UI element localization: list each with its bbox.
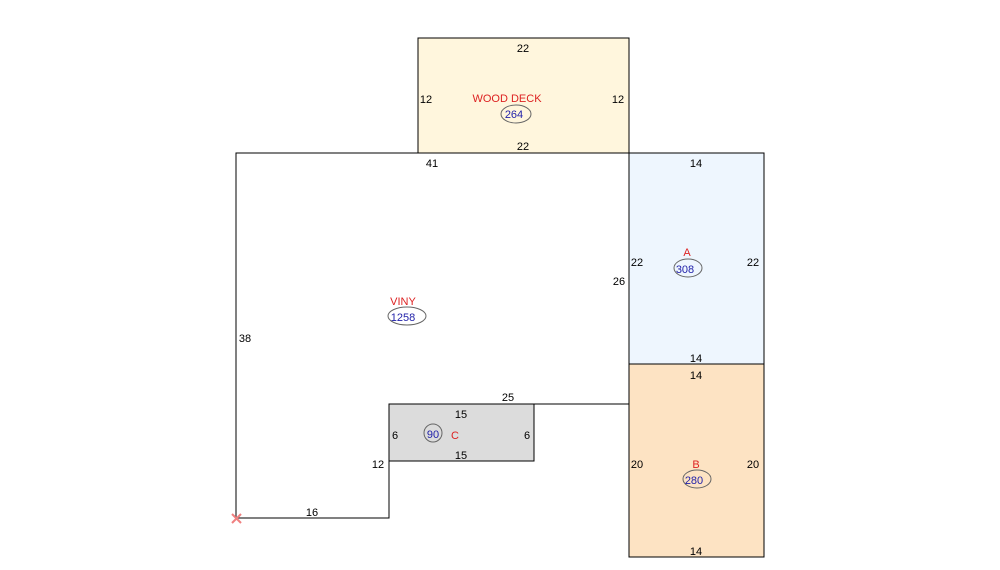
viny-area-ellipse bbox=[387, 306, 427, 326]
room-a-label: A bbox=[683, 247, 691, 259]
room-a-area: 308 bbox=[676, 264, 694, 276]
room-a-dim-top: 14 bbox=[690, 158, 702, 170]
room-a-dim-bottom: 14 bbox=[690, 353, 702, 365]
x-marker-icon bbox=[231, 513, 242, 524]
wood-deck-dim-bottom: 22 bbox=[517, 141, 529, 153]
room-b-area: 280 bbox=[685, 475, 703, 487]
viny-dim-bottom: 16 bbox=[306, 507, 318, 519]
room-c-dim-left: 6 bbox=[392, 430, 398, 442]
viny-dim-notch-top: 25 bbox=[502, 392, 514, 404]
wood-deck-dim-left: 12 bbox=[420, 94, 432, 106]
room-a-area-ellipse bbox=[673, 258, 703, 278]
room-c-dim-right: 6 bbox=[524, 430, 530, 442]
wood-deck-area-ellipse bbox=[500, 104, 532, 124]
viny-dim-left: 38 bbox=[239, 333, 251, 345]
wood-deck-label: WOOD DECK bbox=[472, 93, 542, 105]
wood-deck-dim-right: 12 bbox=[612, 94, 624, 106]
room-a-dim-right: 22 bbox=[747, 257, 759, 269]
wood-deck-dim-top: 22 bbox=[517, 43, 529, 55]
viny-dim-top: 41 bbox=[426, 158, 438, 170]
room-c-area-ellipse bbox=[423, 423, 443, 443]
room-b-dim-bottom: 14 bbox=[690, 546, 702, 558]
room-b-dim-top: 14 bbox=[690, 370, 702, 382]
room-c[interactable] bbox=[388, 403, 535, 462]
room-a[interactable] bbox=[628, 152, 765, 365]
room-b-label: B bbox=[692, 459, 699, 471]
room-a-dim-left: 22 bbox=[631, 257, 643, 269]
room-c-label: C bbox=[451, 430, 459, 442]
viny-dim-right: 26 bbox=[613, 276, 625, 288]
room-c-area: 90 bbox=[427, 429, 439, 441]
viny-label: VINY bbox=[390, 296, 416, 308]
room-b-area-ellipse bbox=[682, 469, 712, 489]
viny-area: 1258 bbox=[391, 312, 415, 324]
room-b[interactable] bbox=[628, 363, 765, 558]
viny-outline[interactable] bbox=[235, 152, 630, 519]
room-b-dim-left: 20 bbox=[631, 459, 643, 471]
room-c-dim-top: 15 bbox=[455, 409, 467, 421]
wood-deck-area: 264 bbox=[505, 109, 523, 121]
room-b-dim-right: 20 bbox=[747, 459, 759, 471]
room-c-dim-bottom: 15 bbox=[455, 450, 467, 462]
wood-deck-room[interactable] bbox=[417, 37, 630, 154]
viny-dim-step: 12 bbox=[372, 459, 384, 471]
